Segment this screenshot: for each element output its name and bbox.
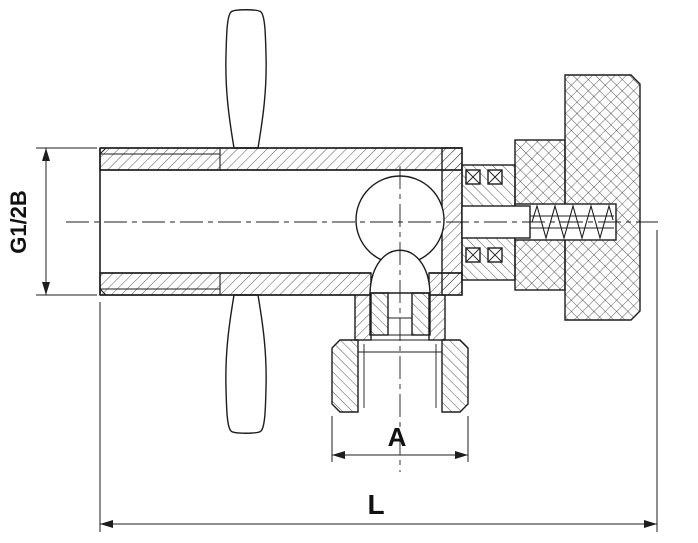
handle-bottom-wing: [225, 294, 267, 434]
dim-overall-length: L: [99, 230, 658, 532]
o-ring: [465, 169, 481, 185]
o-ring: [487, 247, 503, 263]
bore-outlines: [100, 147, 462, 296]
o-ring: [487, 169, 503, 185]
o-ring: [465, 247, 481, 263]
knurled-knob: [564, 74, 641, 321]
o-ring-seals: [465, 169, 503, 263]
outlet-width-label: A: [388, 422, 407, 452]
pipe-thread-lines: [99, 147, 221, 296]
return-spring: [531, 203, 614, 241]
outlet-neck-group: [354, 294, 446, 341]
dim-outlet-width: A: [331, 416, 469, 462]
cartridge-insert: [369, 292, 431, 336]
dim-inlet-thread: G1/2B: [6, 147, 97, 296]
overall-length-label: L: [367, 489, 384, 520]
inlet-thread-label: G1/2B: [6, 190, 31, 254]
handle-top-wing: [225, 9, 267, 149]
nut-thread-lines: [358, 344, 442, 408]
outlet-nut-group: [331, 339, 469, 413]
